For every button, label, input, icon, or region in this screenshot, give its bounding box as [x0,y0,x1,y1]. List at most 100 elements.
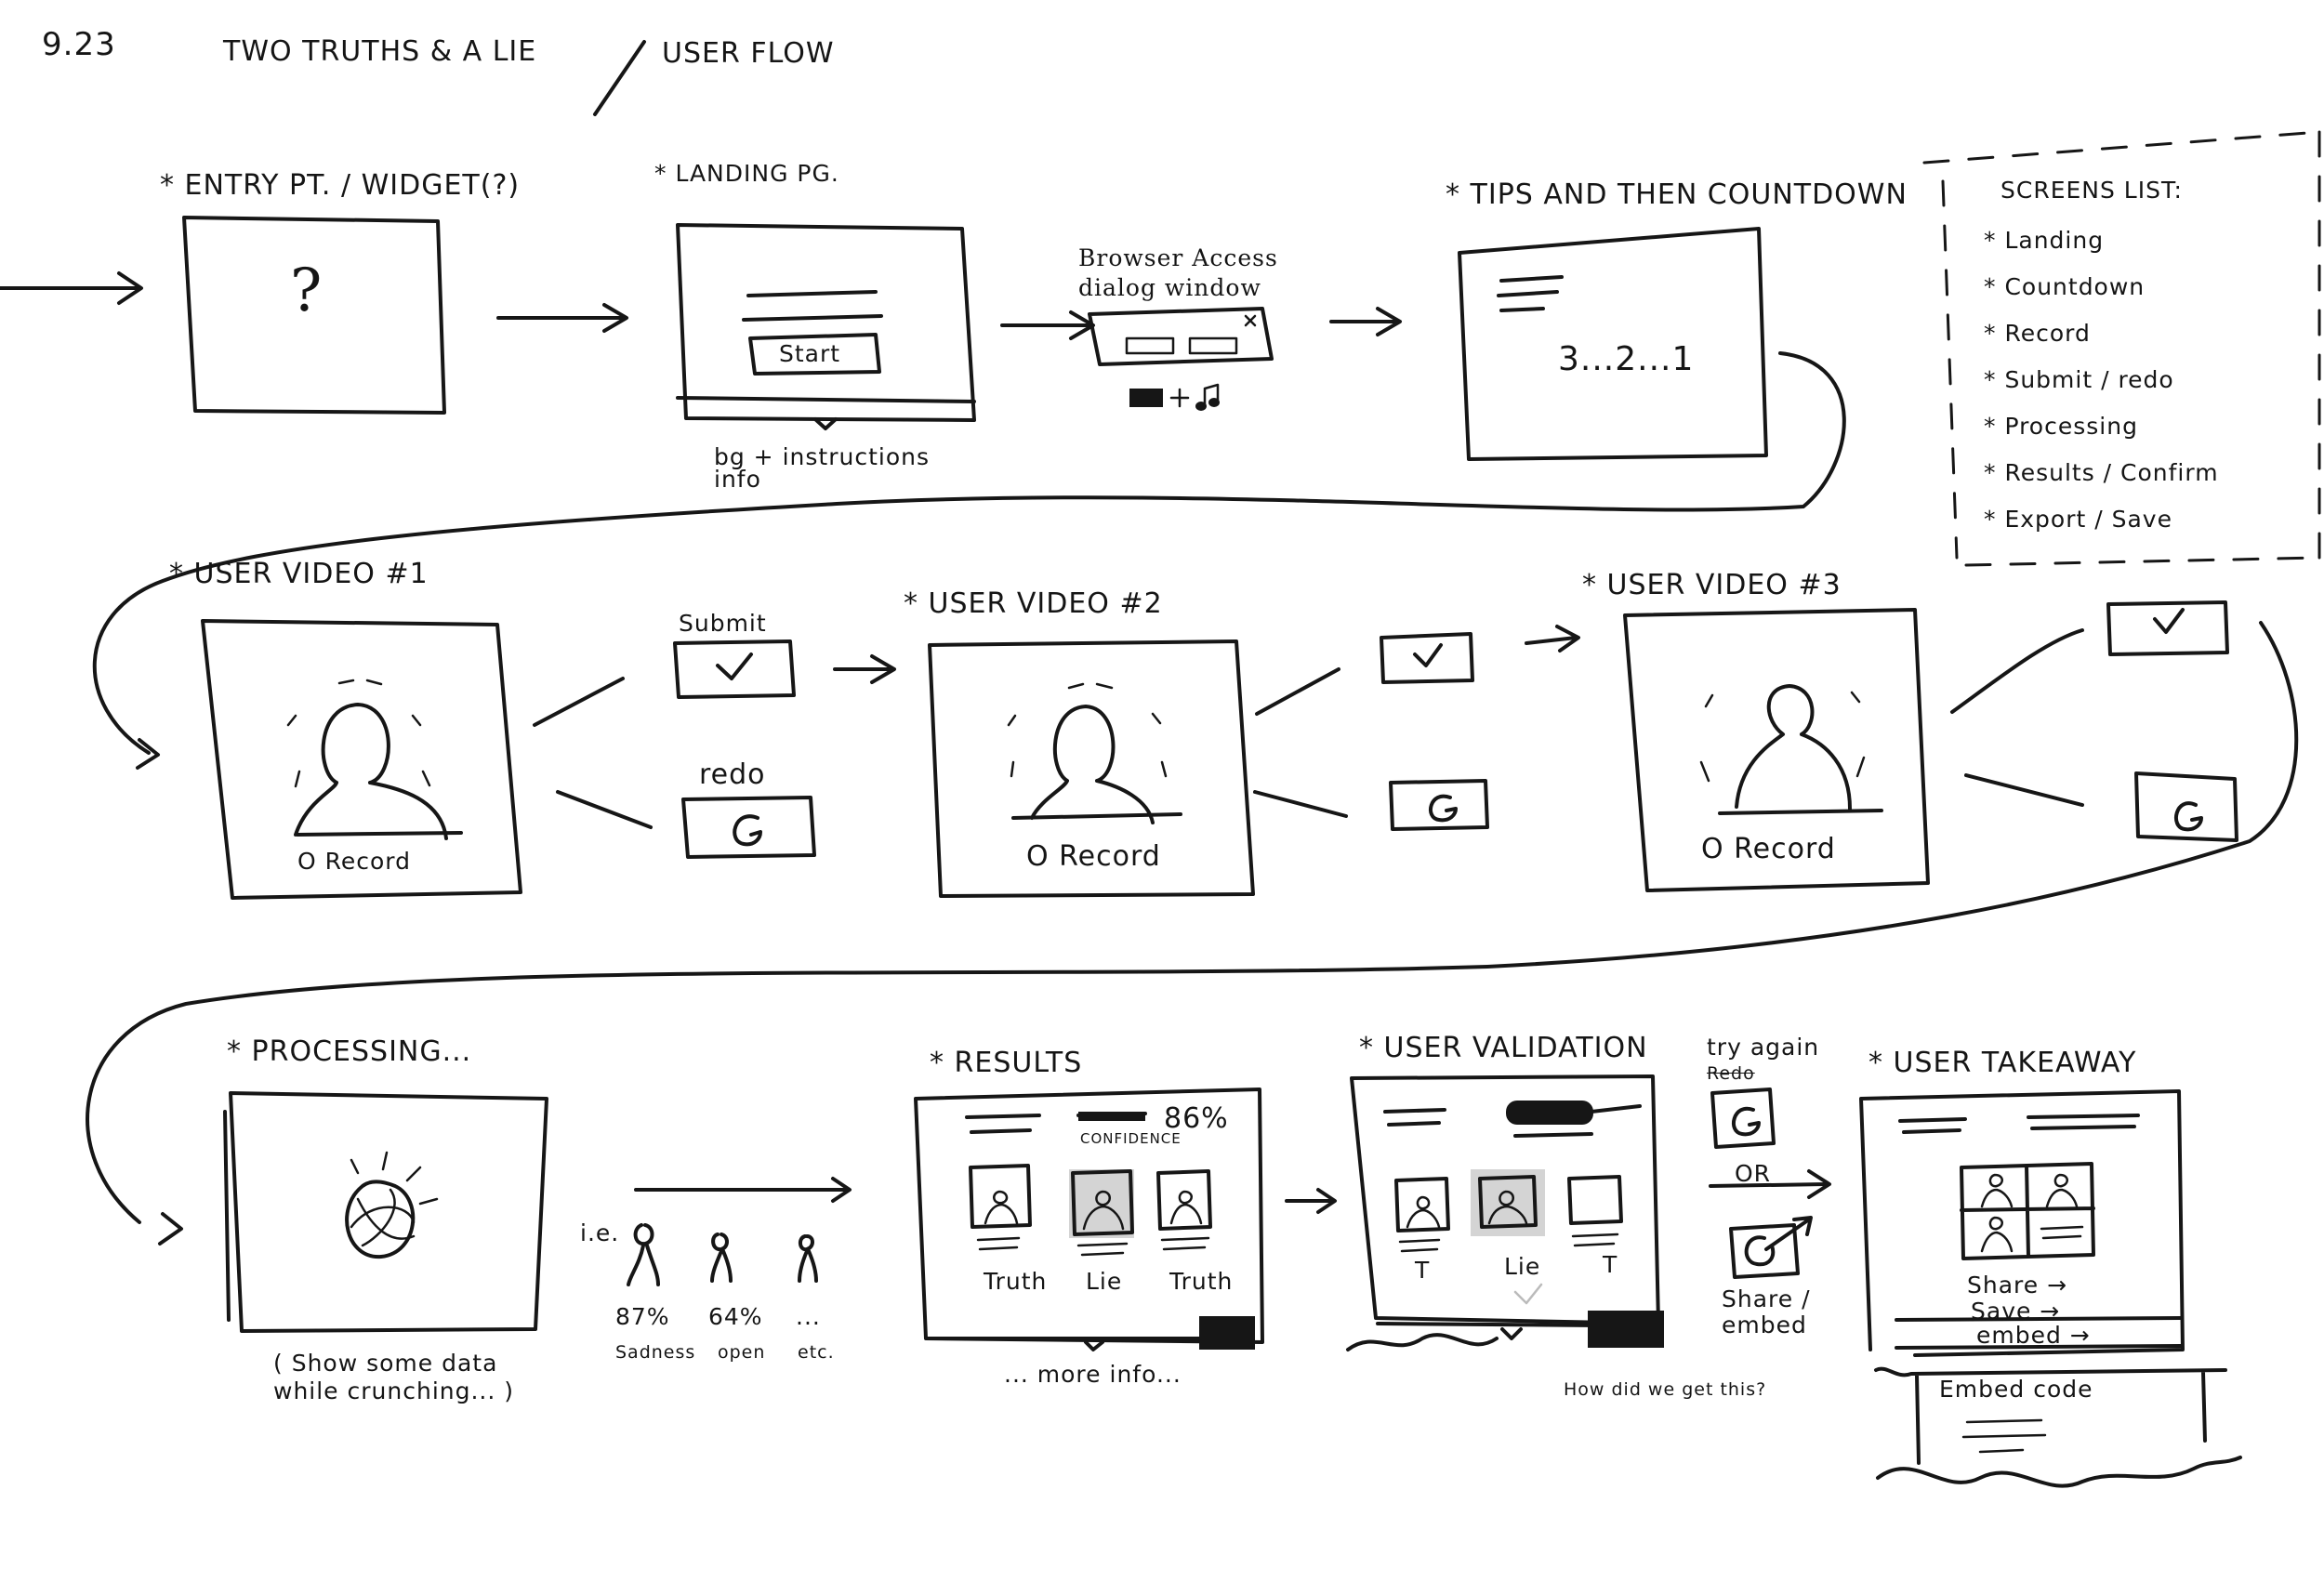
video1-label: * User Video #1 [169,558,429,590]
entry-question-mark: ? [290,257,324,325]
validation-note: How did we get this? [1564,1379,1767,1400]
countdown-text: 3...2...1 [1558,340,1695,378]
video3-baseline [1718,809,1883,815]
tips-countdown-box [1458,227,1768,461]
highlight-marks-2 [1007,682,1168,778]
submit-box-1 [673,639,796,699]
results-text-lines [965,1114,1041,1134]
submit-label[interactable]: Submit [679,610,767,637]
branch-lines-2 [1253,667,1348,818]
validation-card-label-1: T [1415,1257,1431,1284]
checkmark-icon-1 [716,652,753,680]
data-label-2: open [718,1342,766,1363]
branch-lines-1 [533,677,653,829]
confidence-value: 86% [1164,1102,1229,1135]
branch-lines-3 [1950,628,2084,807]
embed-lines [1961,1418,2047,1454]
try-again-box [1710,1088,1776,1149]
redo-label[interactable]: redo [699,758,766,791]
camera-icon [1129,389,1163,407]
validation-card-label-3: T [1603,1251,1618,1278]
validation-card-label-2: Lie [1504,1253,1541,1280]
takeaway-person-1 [1980,1173,2014,1208]
record-button-2[interactable]: O Record [1026,840,1161,873]
video2-box [928,639,1255,898]
share-embed-label[interactable]: Share / embed [1722,1285,1811,1338]
result-card-label-1: Truth [984,1268,1048,1295]
person-silhouette-2 [1030,705,1155,824]
result-person-2 [1082,1190,1125,1231]
submit-box-3 [2106,600,2229,656]
result-card-1 [969,1164,1032,1229]
data-value-2: 64% [708,1303,763,1330]
retry-struck-text: Redo [1707,1063,1755,1084]
data-arrow [634,1177,852,1203]
video2-label: * User Video #2 [904,587,1163,620]
results-scribble [1199,1316,1255,1350]
result-underlines [976,1236,1210,1257]
connector-arrowhead-2 [158,1212,183,1246]
data-value-3: ... [796,1303,821,1330]
screens-list-item: * Submit / redo [1984,366,2174,393]
validation-gray-check [1513,1283,1543,1305]
start-button-shape [748,333,881,376]
connector-row2-row3 [86,621,2299,1224]
result-card-3 [1156,1169,1212,1231]
video3-box [1623,608,1930,892]
sketch-date: 9.23 [42,26,116,63]
dialog-buttons [1125,336,1238,355]
connector-row1-row2 [92,351,1846,755]
arrow-to-video2 [833,654,896,684]
globe-orbits [350,1188,416,1247]
redo-icon-3 [2174,801,2203,832]
results-label: * Results [930,1047,1083,1079]
validation-person-2 [1487,1190,1528,1225]
takeaway-label: * User Takeaway [1868,1047,2137,1079]
takeaway-share-link[interactable]: Share → [1967,1272,2068,1298]
takeaway-divider [1895,1316,2183,1350]
processing-box [223,1091,548,1333]
embed-code-label: Embed code [1939,1376,2093,1403]
embed-wave [1876,1456,2242,1488]
landing-label: * Landing Pg. [654,160,839,187]
takeaway-embed-link[interactable]: embed → [1976,1322,2091,1349]
or-arrow [1709,1169,1831,1199]
validation-person-1 [1406,1195,1441,1229]
screens-list-item: * Results / Confirm [1984,459,2219,486]
video1-baseline [296,831,463,837]
takeaway-box [1859,1089,2185,1357]
validation-footer [1346,1322,1601,1351]
takeaway-save-link[interactable]: Save → [1971,1298,2061,1325]
start-button[interactable]: Start [779,340,841,367]
ie-label: i.e. [580,1219,620,1246]
redo-box-3 [2134,771,2238,842]
validation-underlines [1398,1232,1619,1253]
figure-icon-1 [627,1223,660,1286]
validation-scribble [1506,1101,1593,1125]
validation-footer-scribble [1588,1311,1664,1348]
try-again-label[interactable]: try again [1707,1034,1820,1061]
music-note-icon [1203,383,1220,407]
screens-list-item: * Record [1984,320,2091,347]
arrow-to-tips [1329,307,1402,336]
landing-text-lines [676,290,976,403]
submit-box-2 [1380,632,1474,684]
arrow-to-video3 [1525,625,1580,652]
results-box [914,1088,1264,1344]
arrow-to-landing [496,303,628,333]
figure-icon-3 [798,1234,818,1283]
tips-countdown-label: * Tips and then Countdown [1446,178,1908,211]
try-again-icon [1732,1106,1761,1137]
more-info-link[interactable]: ... more info... [1004,1361,1182,1388]
highlight-marks-3 [1699,691,1866,783]
person-silhouette-3 [1735,684,1852,811]
screens-list-title: Screens List: [2000,177,2183,204]
video2-baseline [1011,812,1182,820]
scroll-chevron-icon [813,417,838,430]
processing-rays [350,1151,439,1206]
highlight-marks-1 [286,679,431,788]
record-button-1[interactable]: O Record [297,848,412,875]
record-button-3[interactable]: O Record [1701,833,1836,865]
sketch-subtitle: User Flow [662,37,835,70]
